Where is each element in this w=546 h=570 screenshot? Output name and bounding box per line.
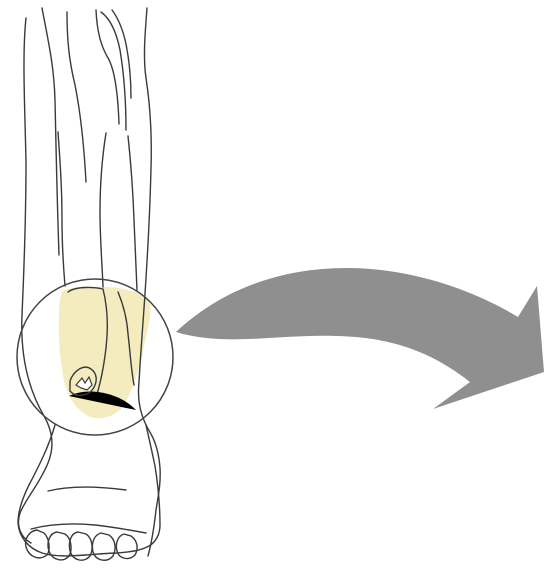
- leg-ankle-diagram: [0, 0, 546, 570]
- diagram-canvas: [0, 0, 546, 570]
